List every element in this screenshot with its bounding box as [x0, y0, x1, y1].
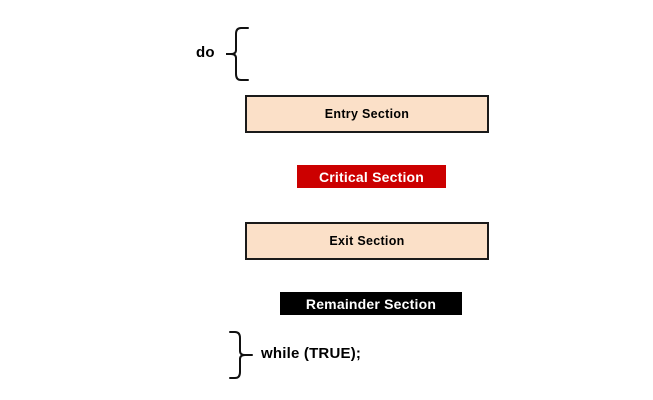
keyword-while-true: while (TRUE); — [261, 345, 362, 362]
keyword-do: do — [196, 44, 215, 61]
opening-curly-brace-icon — [225, 26, 252, 87]
exit-section-box: Exit Section — [245, 222, 489, 260]
remainder-section-band: Remainder Section — [280, 292, 462, 315]
closing-curly-brace-icon — [228, 330, 254, 385]
entry-section-label: Entry Section — [324, 107, 410, 121]
critical-section-label: Critical Section — [318, 168, 425, 185]
exit-section-label: Exit Section — [329, 234, 405, 248]
critical-section-band: Critical Section — [297, 165, 446, 188]
entry-section-box: Entry Section — [245, 95, 489, 133]
remainder-section-label: Remainder Section — [305, 295, 437, 312]
